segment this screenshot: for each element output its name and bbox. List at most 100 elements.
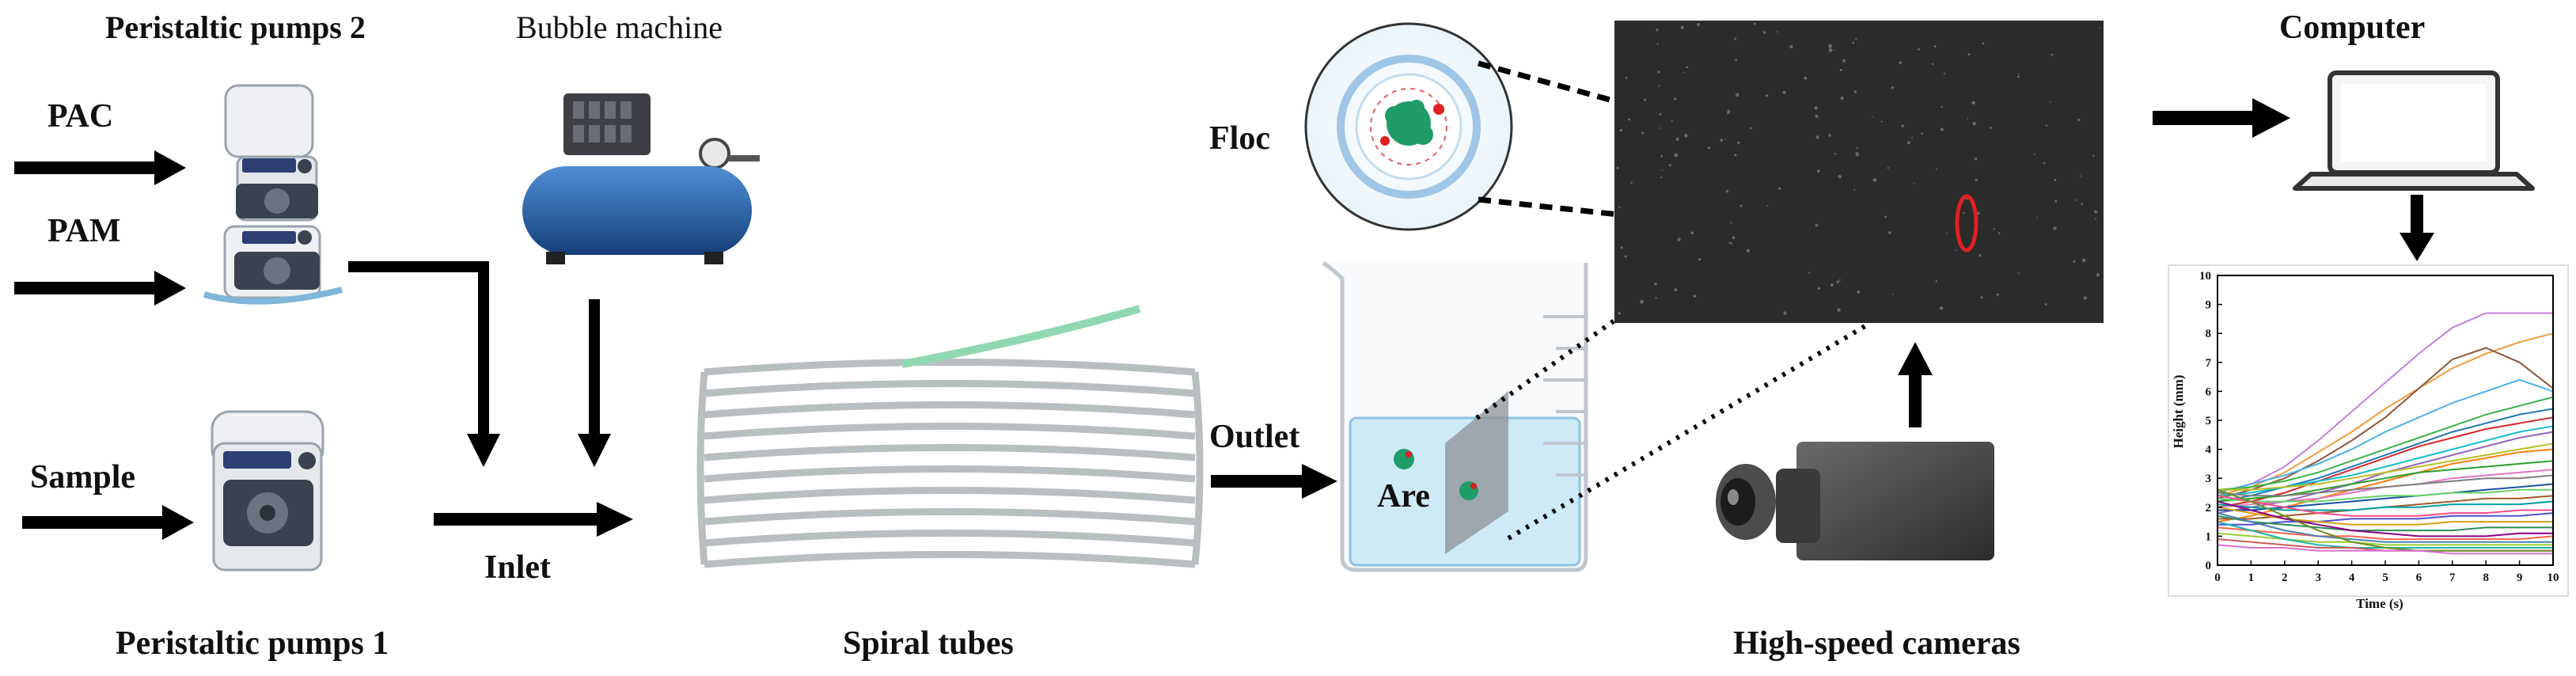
chart-x-tick-label: 5 [2382, 572, 2388, 584]
image-speckle [1967, 53, 1971, 56]
chart-series-line-8 [2217, 425, 2554, 497]
image-speckle [1725, 189, 1729, 193]
image-speckle [1630, 181, 1633, 184]
chart-series-line-30 [2217, 544, 2553, 555]
chart-series-line-19 [2217, 495, 2553, 517]
peristaltic-pump-icon [203, 84, 343, 305]
image-speckle [2017, 73, 2020, 74]
image-speckle [1815, 114, 1819, 118]
image-speckle [1887, 167, 1889, 169]
chart-series-line-15 [2217, 483, 2554, 511]
image-speckle [1997, 232, 2001, 234]
chart-series-line-29 [2217, 488, 2553, 552]
image-speckle [2081, 203, 2083, 206]
image-speckle [1996, 293, 1999, 296]
image-speckle [2092, 154, 2095, 157]
image-speckle [1837, 308, 1841, 312]
chart-x-tick-label: 7 [2449, 572, 2456, 584]
image-speckle [1674, 288, 1678, 292]
chart-series-line-23 [2217, 500, 2553, 537]
chart-series-line-10 [2217, 442, 2554, 491]
image-speckle [1817, 287, 1821, 291]
image-speckle [1680, 25, 1684, 29]
chart-y-axis-label: Height (mm) [2171, 374, 2186, 448]
chart-x-tick-label: 6 [2416, 572, 2422, 584]
image-speckle [1727, 112, 1730, 115]
image-speckle [1842, 59, 1846, 63]
image-speckle [1698, 258, 1702, 261]
image-speckle [1978, 254, 1982, 257]
image-speckle [1856, 154, 1859, 157]
image-speckle [1857, 291, 1861, 294]
chart-x-tick-label: 10 [2548, 572, 2559, 584]
image-speckle [1620, 246, 1623, 249]
image-speckle [2093, 210, 2097, 214]
chart-series-line-20 [2217, 512, 2554, 526]
image-speckle [1690, 231, 1694, 235]
image-speckle [2049, 101, 2051, 103]
label-outlet: Outlet [1209, 419, 1299, 455]
image-speckle [1707, 146, 1711, 150]
label-pac: PAC [47, 98, 113, 135]
spiral-tube-icon [696, 305, 1204, 568]
image-speckle [1872, 116, 1873, 118]
chart-series-line-14 [2217, 474, 2554, 497]
chart-x-tick-label: 3 [2315, 572, 2321, 584]
label-sample: Sample [30, 459, 135, 496]
image-speckle [1624, 255, 1627, 258]
image-speckle [1941, 105, 1943, 108]
image-speckle [1616, 166, 1619, 169]
image-speckle [1963, 211, 1965, 215]
image-speckle [1684, 134, 1688, 138]
image-speckle [1830, 283, 1834, 287]
peristaltic-pump-icon [211, 410, 324, 572]
image-speckle [1990, 127, 1992, 129]
high-speed-camera-image [1614, 21, 2104, 323]
chart-x-tick-label: 4 [2349, 572, 2355, 584]
image-speckle [1669, 164, 1671, 167]
image-speckle [1641, 131, 1645, 135]
image-speckle [1683, 71, 1685, 74]
image-speckle [1619, 128, 1622, 132]
chart-series-line-26 [2217, 532, 2553, 546]
image-speckle [1982, 42, 1985, 45]
image-speckle [1888, 231, 1891, 234]
image-speckle [1661, 169, 1664, 171]
chart-series-line-24 [2217, 526, 2554, 541]
camera-icon [1716, 442, 1994, 560]
image-speckle [1980, 296, 1983, 299]
chart-series-line-1 [2217, 312, 2553, 494]
floc-magnified-view [1304, 22, 1513, 231]
image-speckle [1765, 94, 1768, 97]
chart-y-tick-label: 7 [2206, 357, 2212, 370]
image-speckle [1921, 132, 1923, 135]
image-speckle [1933, 45, 1937, 48]
image-speckle [1618, 206, 1621, 208]
laptop-icon [2293, 70, 2535, 191]
image-speckle [2096, 273, 2100, 277]
image-speckle [1977, 211, 1980, 215]
beaker-icon [1322, 260, 1588, 572]
image-speckle [1736, 93, 1739, 97]
chart-y-tick-label: 10 [2199, 270, 2211, 283]
image-speckle [1808, 272, 1810, 274]
image-speckle [1696, 23, 1701, 27]
image-speckle [1674, 153, 1678, 158]
chart-x-tick-label: 8 [2483, 572, 2489, 584]
chart-y-tick-label: 4 [2206, 444, 2212, 457]
image-speckle [1975, 178, 1978, 181]
image-speckle [1834, 153, 1837, 155]
image-speckle [1782, 90, 1786, 94]
chart-x-tick-label: 1 [2248, 572, 2255, 584]
image-speckle [1853, 188, 1856, 191]
chart-series-line-12 [2217, 460, 2554, 503]
image-speckle [1675, 137, 1679, 141]
label-spiral-tubes: Spiral tubes [843, 625, 1014, 662]
image-speckle [1654, 283, 1657, 286]
image-speckle [2053, 226, 2057, 230]
image-speckle [1644, 98, 1647, 101]
image-speckle [2083, 296, 2087, 300]
image-speckle [1618, 312, 1622, 315]
